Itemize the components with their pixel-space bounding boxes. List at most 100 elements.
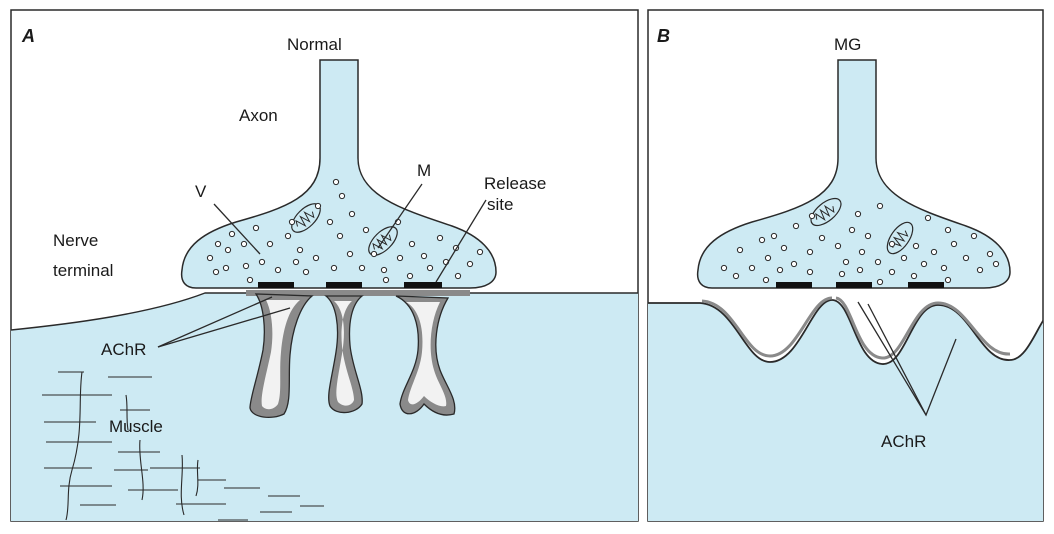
vesicle — [941, 265, 946, 270]
release-site — [908, 282, 944, 288]
vesicle — [911, 273, 916, 278]
release-sites — [258, 282, 442, 288]
vesicle — [777, 267, 782, 272]
vesicle — [359, 265, 364, 270]
vesicle — [225, 247, 230, 252]
vesicle — [331, 265, 336, 270]
muscle-fiber — [11, 293, 640, 525]
vesicle-label: V — [195, 182, 207, 201]
release-site — [258, 282, 294, 288]
vesicle — [383, 277, 388, 282]
vesicle — [931, 249, 936, 254]
vesicle — [409, 241, 414, 246]
vesicle — [819, 235, 824, 240]
vesicle — [791, 261, 796, 266]
vesicle — [407, 273, 412, 278]
vesicle — [259, 259, 264, 264]
vesicle — [213, 269, 218, 274]
vesicle — [971, 233, 976, 238]
vesicle — [857, 267, 862, 272]
vesicle — [327, 219, 332, 224]
release-site — [836, 282, 872, 288]
vesicle — [749, 265, 754, 270]
vesicle — [229, 231, 234, 236]
vesicle — [843, 259, 848, 264]
panel-b-title: MG — [834, 35, 861, 54]
vesicle — [925, 215, 930, 220]
vesicle — [477, 249, 482, 254]
vesicle — [977, 267, 982, 272]
vesicle — [339, 193, 344, 198]
vesicle — [275, 267, 280, 272]
vesicle — [397, 255, 402, 260]
vesicle — [765, 255, 770, 260]
vesicle — [315, 203, 320, 208]
axon-label: Axon — [239, 106, 278, 125]
vesicle — [437, 235, 442, 240]
vesicle — [333, 179, 338, 184]
achr-label-b: AChR — [881, 432, 926, 451]
vesicle — [285, 233, 290, 238]
release-sites — [776, 282, 944, 288]
vesicle — [963, 255, 968, 260]
panel-b: B MG AChR — [648, 10, 1045, 525]
vesicle — [241, 241, 246, 246]
vesicle — [421, 253, 426, 258]
vesicle — [921, 261, 926, 266]
vesicle — [807, 249, 812, 254]
vesicle — [875, 259, 880, 264]
vesicle — [371, 251, 376, 256]
vesicle — [293, 259, 298, 264]
release-site — [776, 282, 812, 288]
vesicle — [427, 265, 432, 270]
nerve-terminal-label-line2: terminal — [53, 261, 113, 280]
panel-a-letter: A — [21, 26, 35, 46]
vesicle — [877, 203, 882, 208]
vesicle — [349, 211, 354, 216]
vesicle — [207, 255, 212, 260]
vesicle — [889, 241, 894, 246]
vesicle — [381, 267, 386, 272]
vesicle — [347, 251, 352, 256]
vesicle — [945, 277, 950, 282]
vesicle — [849, 227, 854, 232]
vesicle — [363, 227, 368, 232]
vesicle — [781, 245, 786, 250]
vesicle — [877, 279, 882, 284]
panel-a: A Normal Axon V M Release site Nerve ter… — [11, 10, 640, 525]
vesicle — [889, 269, 894, 274]
release-site — [404, 282, 442, 288]
vesicle — [807, 269, 812, 274]
nerve-terminal-label-line1: Nerve — [53, 231, 98, 250]
mitochondrion-label: M — [417, 161, 431, 180]
release-site-label-line2: site — [487, 195, 513, 214]
vesicle — [759, 237, 764, 242]
vesicle — [337, 233, 342, 238]
vesicle — [721, 265, 726, 270]
vesicle — [859, 249, 864, 254]
vesicle — [987, 251, 992, 256]
muscle-label: Muscle — [109, 417, 163, 436]
vesicle — [855, 211, 860, 216]
panel-a-title: Normal — [287, 35, 342, 54]
vesicle — [771, 233, 776, 238]
vesicle — [289, 219, 294, 224]
vesicle — [737, 247, 742, 252]
release-site-label-line1: Release — [484, 174, 546, 193]
release-site — [326, 282, 362, 288]
vesicle — [865, 233, 870, 238]
vesicle — [809, 213, 814, 218]
vesicle — [835, 243, 840, 248]
vesicle — [455, 273, 460, 278]
vesicle — [951, 241, 956, 246]
vesicle — [763, 277, 768, 282]
vesicle — [267, 241, 272, 246]
vesicle — [243, 263, 248, 268]
vesicle — [303, 269, 308, 274]
panel-b-letter: B — [657, 26, 670, 46]
vesicle — [839, 271, 844, 276]
vesicle — [253, 225, 258, 230]
vesicle — [223, 265, 228, 270]
vesicle — [467, 261, 472, 266]
